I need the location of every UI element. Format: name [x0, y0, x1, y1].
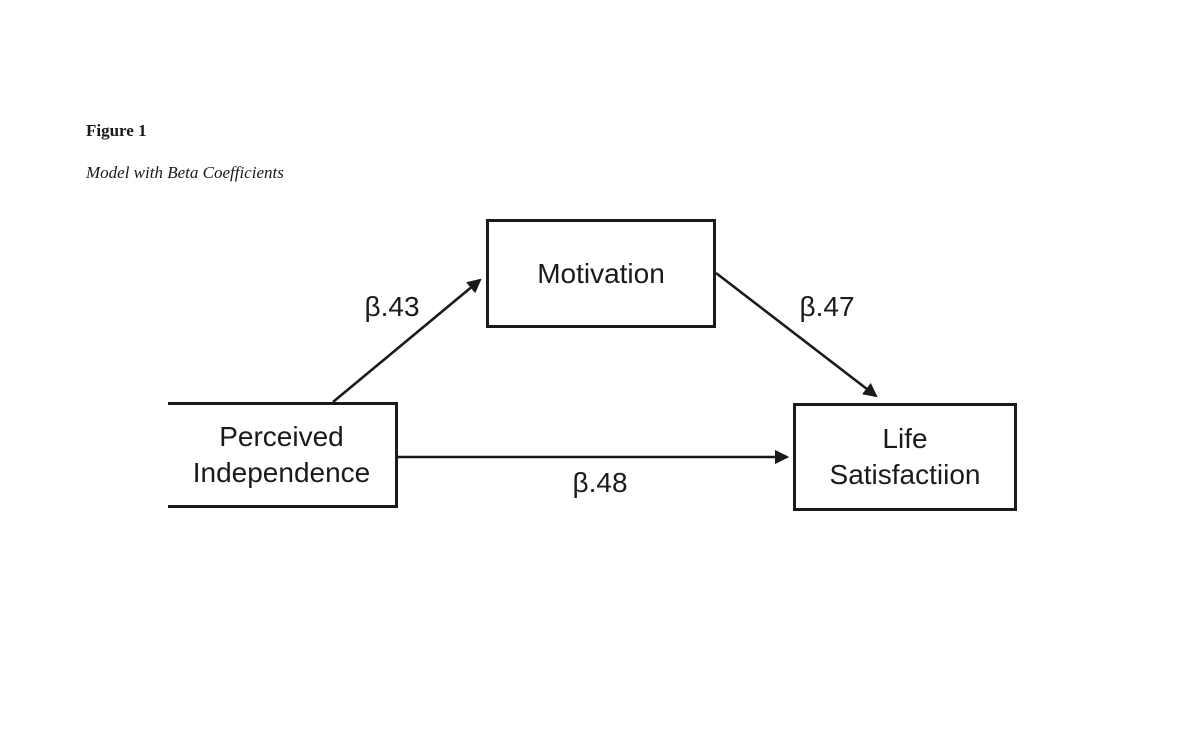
node-life-satisfaction: Life Satisfactiion	[793, 403, 1017, 511]
node-motivation: Motivation	[486, 219, 716, 328]
path-coefficient-beta-47: β.47	[799, 291, 855, 322]
path-coefficient-beta-48: β.48	[572, 467, 628, 498]
node-life-satisfaction-label-line1: Life	[882, 423, 928, 455]
node-motivation-label: Motivation	[537, 257, 665, 289]
figure-caption: Model with Beta Coefficients	[86, 163, 284, 182]
path-coefficient-beta-43: β.43	[364, 291, 420, 322]
node-life-satisfaction-label-line2: Satisfactiion	[829, 459, 981, 490]
figure-number-label: Figure 1	[86, 121, 147, 140]
node-perceived-independence: Perceived Independence	[168, 402, 398, 508]
node-perceived-independence-label-line2: Independence	[192, 457, 371, 488]
node-perceived-independence-label-line1: Perceived	[219, 421, 344, 453]
